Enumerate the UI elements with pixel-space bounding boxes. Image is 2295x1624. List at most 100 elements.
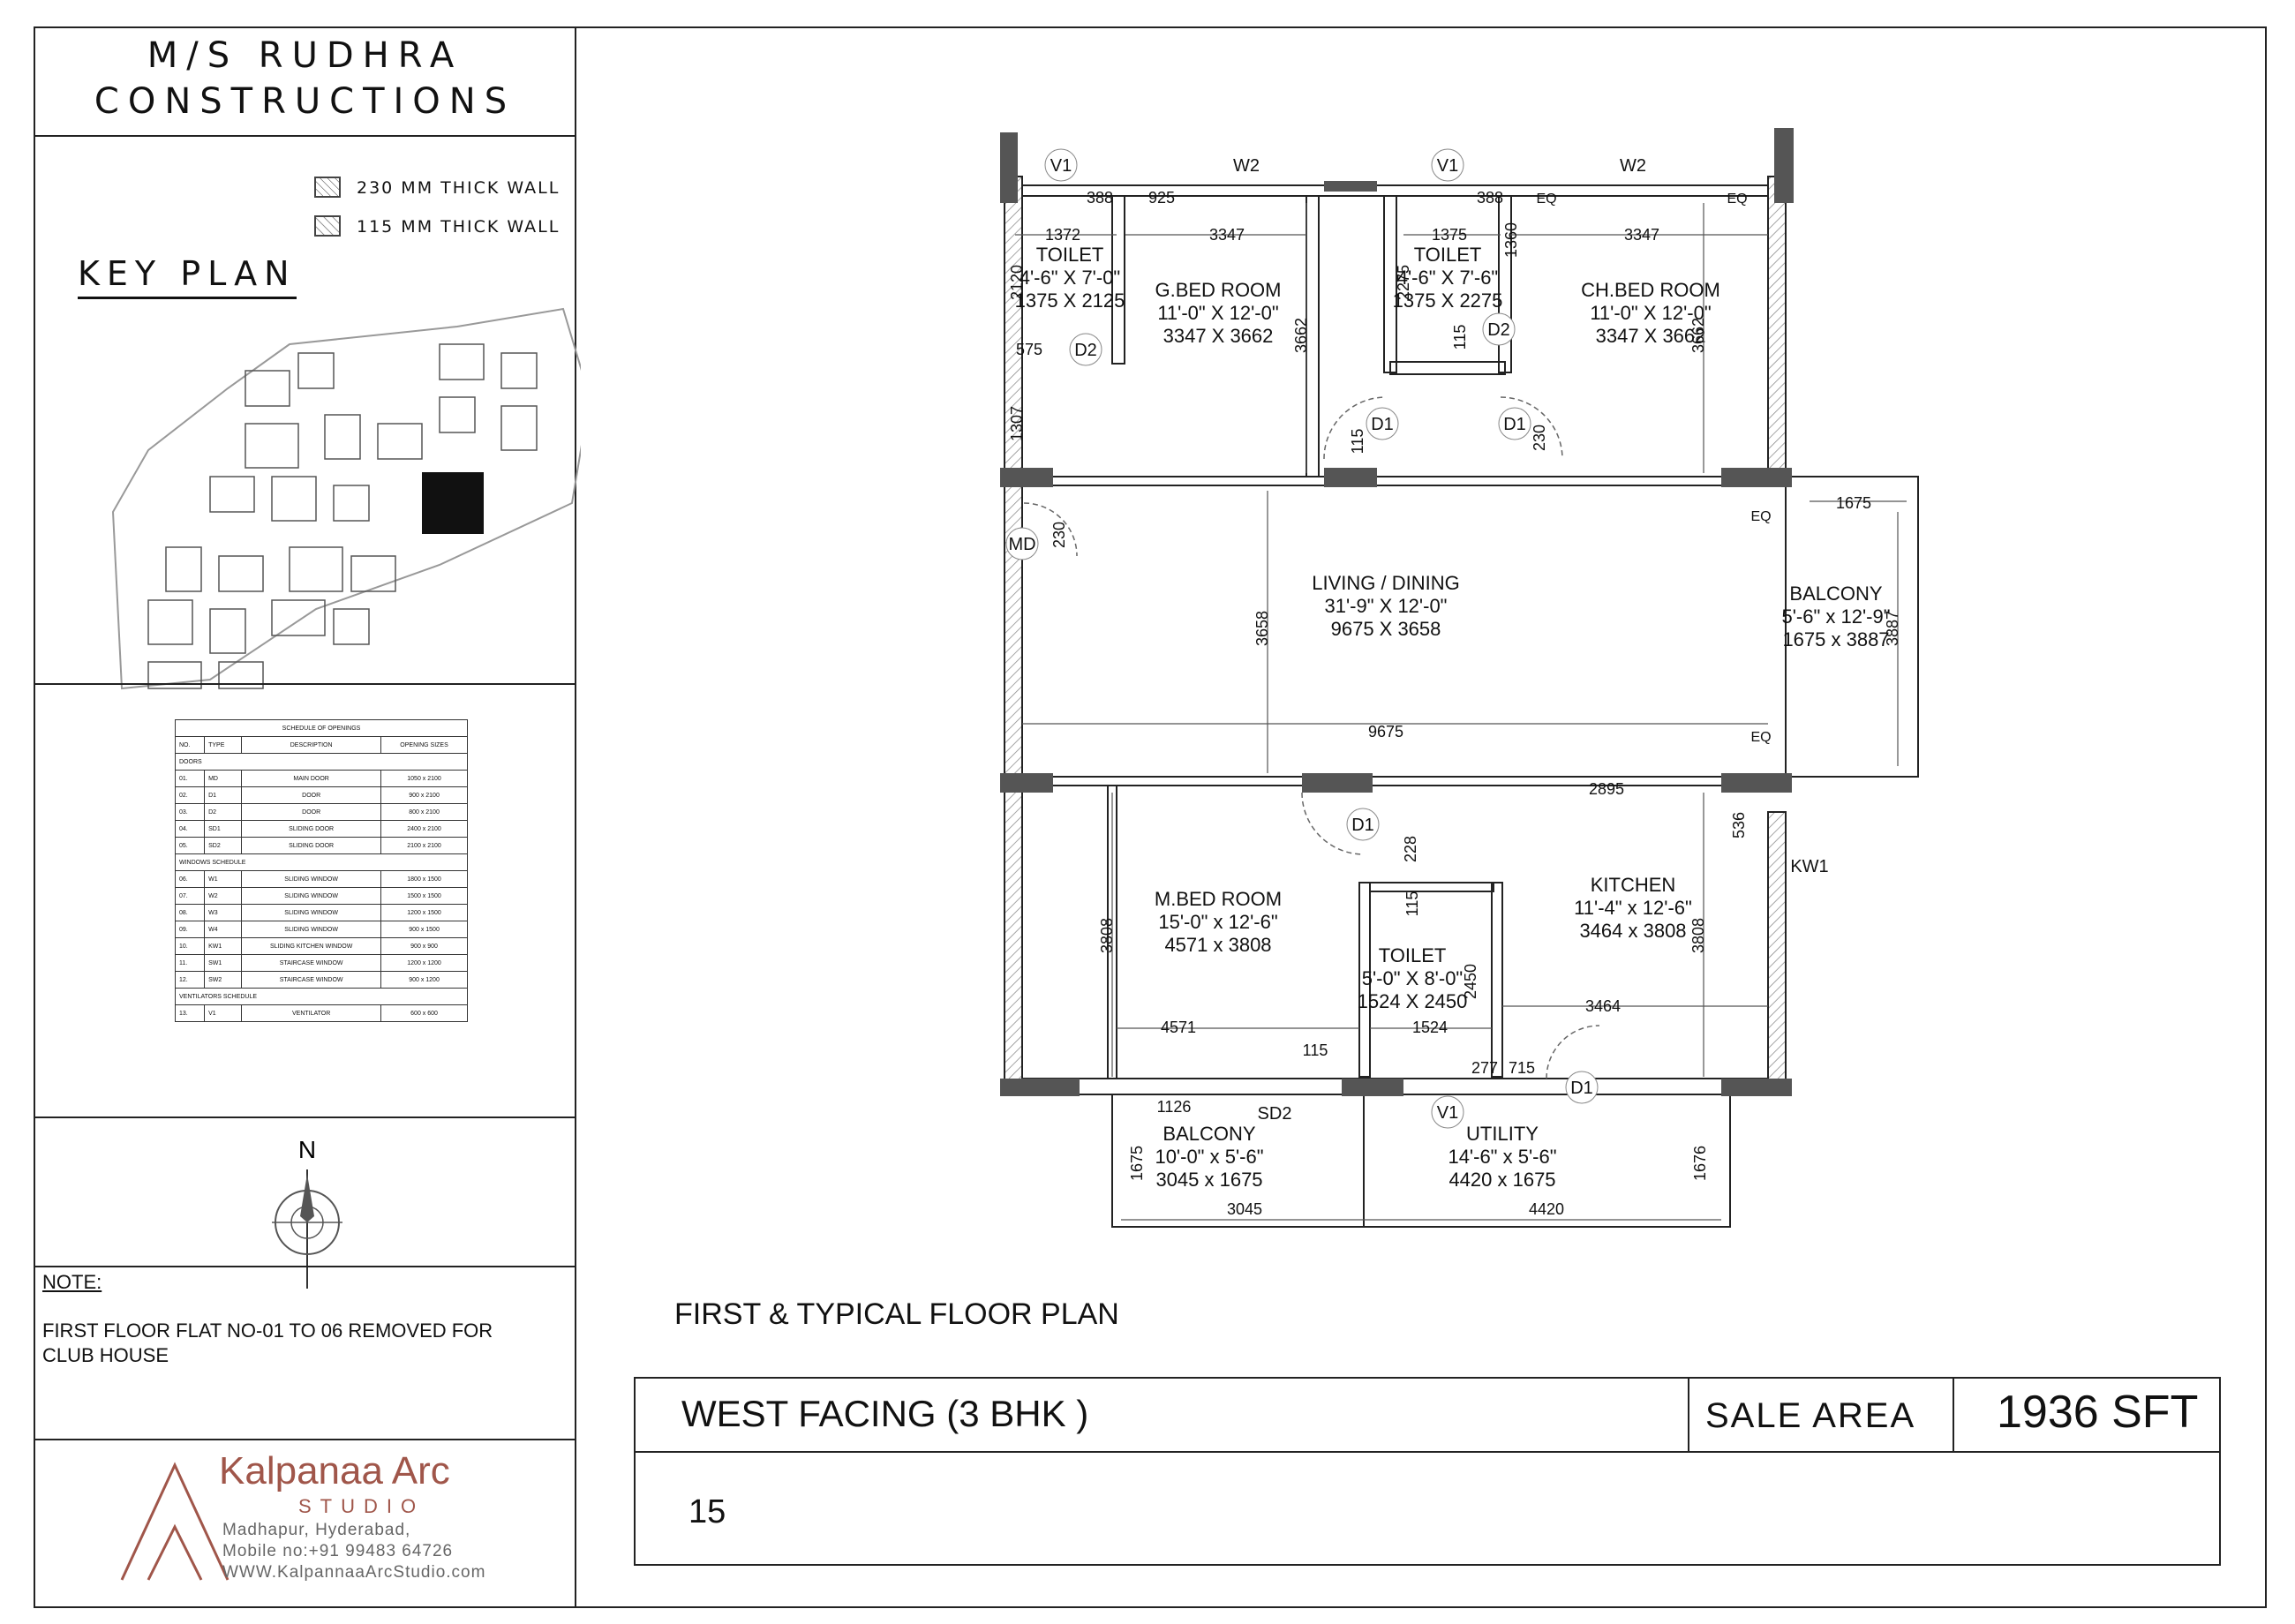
toilet1-name: TOILET [1036, 244, 1104, 266]
tag-d1: D1 [1371, 415, 1394, 434]
cell: VENTILATOR [241, 1004, 382, 1022]
floor-plan: TOILET 4'-6" X 7'-0" 1375 X 2125 G.BED R… [1000, 128, 1919, 1228]
dim-277: 277 [1471, 1059, 1498, 1077]
divider [34, 135, 576, 137]
utility-imperial: 14'-6" x 5'-6" [1448, 1146, 1556, 1168]
tag-v1: V1 [1437, 156, 1458, 176]
dimension-values: 388 925 1372 3347 388 1375 3347 575 9675… [1008, 189, 1901, 1218]
kitchen-name: KITCHEN [1591, 874, 1676, 896]
utility-name: UTILITY [1466, 1123, 1539, 1145]
chbed-name: CH.BED ROOM [1581, 279, 1720, 301]
gbed-metric: 3347 X 3662 [1163, 325, 1274, 347]
tag-w2: W2 [1233, 156, 1260, 176]
dim-3808: 3808 [1689, 918, 1707, 953]
kitchen-imperial: 11'-4" x 12'-6" [1574, 897, 1692, 919]
cell: D2 [204, 803, 243, 821]
company-name-line1: M/S RUDHRA [147, 35, 463, 76]
opening-tags: V1 W2 V1 W2 D2 D2 D1 D1 MD D1 D1 V1 SD2 … [1005, 148, 1829, 1129]
cell: 1050 x 2100 [380, 770, 468, 787]
dim-388: 388 [1477, 189, 1503, 207]
divider [34, 1266, 576, 1267]
balcony1-name: BALCONY [1789, 583, 1882, 605]
note-text: FIRST FLOOR FLAT NO-01 TO 06 REMOVED FOR… [42, 1320, 493, 1366]
living-imperial: 31'-9" X 12'-0" [1325, 595, 1448, 617]
sheet-frame [34, 26, 2267, 1608]
architect-logo-icon [120, 1462, 230, 1581]
cell: 05. [174, 837, 206, 854]
dim-3662: 3662 [1292, 318, 1310, 353]
dim-2450: 2450 [1462, 964, 1479, 999]
divider [34, 1116, 576, 1118]
architect-website: WWW.KalpannaaArcStudio.com [222, 1563, 486, 1582]
balcony2-metric: 3045 x 1675 [1155, 1169, 1262, 1191]
dim-1675: 1675 [1836, 494, 1871, 512]
dim-1126: 1126 [1157, 1098, 1192, 1116]
sale-area-label: SALE AREA [1705, 1396, 1916, 1435]
dim-115: 115 [1349, 429, 1366, 455]
wall-115-swatch-icon [314, 215, 341, 237]
dim-2275: 2275 [1395, 265, 1412, 300]
utility-metric: 4420 x 1675 [1448, 1169, 1555, 1191]
mbed-metric: 4571 x 3808 [1164, 934, 1271, 956]
dim-3347: 3347 [1624, 226, 1659, 244]
dim-2120: 2120 [1008, 265, 1026, 300]
tag-d2: D2 [1074, 341, 1097, 360]
toilet3-metric: 1524 X 2450 [1358, 990, 1468, 1012]
sheet-number: 15 [688, 1493, 726, 1530]
room-labels: TOILET 4'-6" X 7'-0" 1375 X 2125 G.BED R… [1015, 244, 1891, 1191]
schedule-of-openings-table: SCHEDULE OF OPENINGS NO. TYPE DESCRIPTIO… [174, 719, 468, 1022]
divider [1953, 1379, 1954, 1451]
toilet3-name: TOILET [1379, 944, 1447, 966]
dim-115: 115 [1303, 1041, 1328, 1059]
toilet2-name: TOILET [1414, 244, 1482, 266]
tag-v1: V1 [1437, 1103, 1458, 1123]
north-label: N [298, 1136, 316, 1163]
balcony1-imperial: 5'-6" x 12'-9" [1781, 605, 1890, 628]
dim-388: 388 [1087, 189, 1113, 207]
key-plan-drawing [111, 307, 581, 690]
company-name-line2: CONSTRUCTIONS [94, 81, 516, 122]
chbed-imperial: 11'-0" X 12'-0" [1590, 302, 1711, 324]
north-arrow-icon: N [272, 1136, 342, 1289]
dim-2895: 2895 [1589, 780, 1624, 798]
mbed-imperial: 15'-0" x 12'-6" [1158, 911, 1277, 933]
dim-3347: 3347 [1209, 226, 1245, 244]
columns [1000, 128, 1794, 1096]
toilet3-imperial: 5'-0" X 8'-0" [1362, 967, 1464, 989]
tag-d1: D1 [1503, 415, 1526, 434]
mbed-name: M.BED ROOM [1155, 888, 1282, 910]
dim-1675: 1675 [1128, 1146, 1146, 1181]
sale-area-value: 1936 SFT [1997, 1387, 2199, 1438]
tag-eq: EQ [1750, 730, 1771, 745]
dim-1524: 1524 [1412, 1019, 1448, 1036]
balcony1-metric: 1675 x 3887 [1782, 628, 1889, 650]
tag-eq: EQ [1750, 509, 1771, 524]
tag-d1: D1 [1570, 1079, 1593, 1098]
tag-kw1: KW1 [1790, 857, 1828, 876]
toilet1-metric: 1375 X 2125 [1015, 289, 1125, 312]
toilet1-imperial: 4'-6" X 7'-0" [1020, 267, 1121, 289]
tag-sd2: SD2 [1258, 1104, 1292, 1124]
dimension-lines [1015, 203, 1907, 1221]
toilet2-imperial: 4'-6" X 7'-6" [1397, 267, 1499, 289]
door-swings [1023, 396, 1600, 1079]
legend-230-label: 230 MM THICK WALL [357, 178, 561, 198]
dim-1307: 1307 [1008, 406, 1026, 441]
dim-230: 230 [1531, 425, 1548, 451]
divider [636, 1451, 2219, 1453]
facing-label: WEST FACING (3 BHK ) [681, 1393, 1089, 1434]
architect-name: Kalpanaa Arc [219, 1449, 450, 1492]
tag-eq: EQ [1727, 192, 1747, 207]
dim-1360: 1360 [1502, 222, 1520, 258]
living-metric: 9675 X 3658 [1331, 618, 1441, 640]
chbed-metric: 3347 X 3662 [1596, 325, 1706, 347]
architect-address: Madhapur, Hyderabad, Mobile no:+91 99483… [222, 1520, 485, 1583]
tag-d2: D2 [1487, 320, 1510, 340]
cell: 07. [174, 887, 206, 905]
